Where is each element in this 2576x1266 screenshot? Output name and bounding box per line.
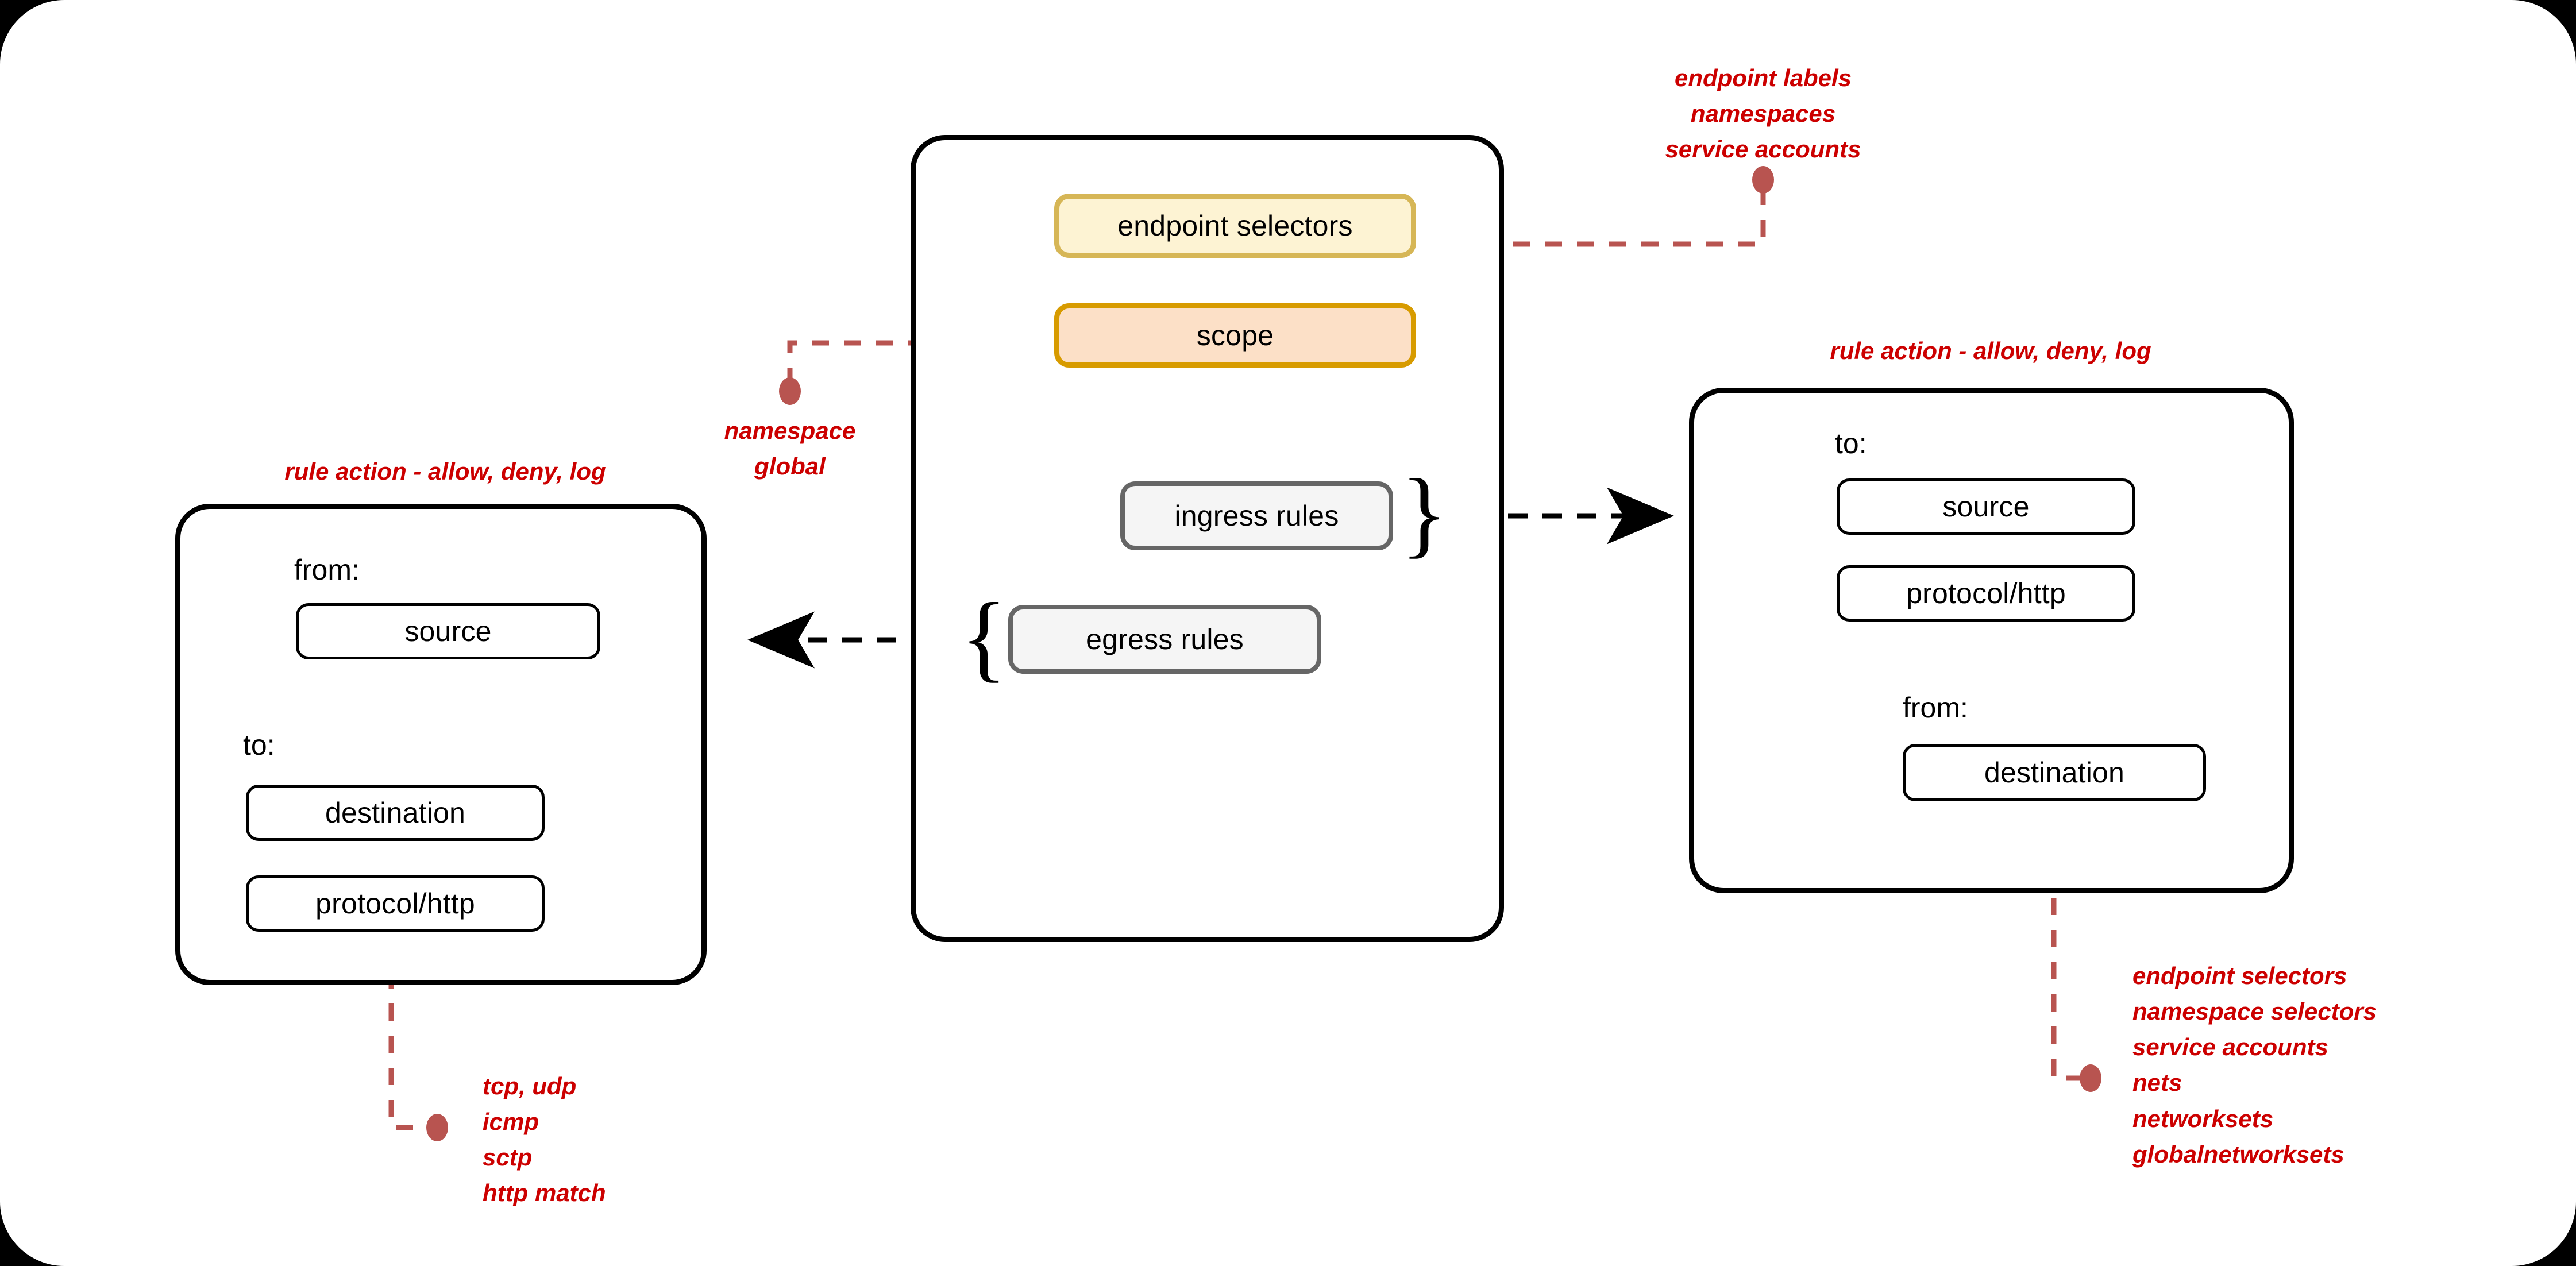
left-destination-node[interactable]: destination — [246, 785, 545, 841]
right-destination-node[interactable]: destination — [1903, 744, 2206, 801]
right-rule-action-annotation: rule action - allow, deny, log — [1689, 333, 2292, 369]
left-protocol-node[interactable]: protocol/http — [246, 875, 545, 932]
right-source-node[interactable]: source — [1837, 478, 2135, 535]
right-protocol-label: protocol/http — [1906, 577, 2066, 609]
endpoint-selectors-callout-line-2: service accounts — [1665, 136, 1861, 163]
protocol-callout-line-2: sctp — [483, 1144, 533, 1171]
ingress-rules-node[interactable]: ingress rules — [1120, 481, 1393, 550]
endpoint-selectors-node[interactable]: endpoint selectors — [1054, 194, 1416, 258]
left-rule-action-annotation: rule action - allow, deny, log — [175, 454, 715, 489]
endpoint-selectors-callout-line-0: endpoint labels — [1674, 64, 1852, 91]
egress-brace: { — [961, 583, 1008, 691]
destination-callout-line-3: nets — [2132, 1069, 2182, 1097]
destination-callout-line-2: service accounts — [2132, 1033, 2328, 1061]
egress-rules-label: egress rules — [1086, 623, 1244, 655]
scope-callout: namespace global — [618, 413, 962, 484]
ingress-rules-label: ingress rules — [1174, 500, 1339, 532]
destination-callout-line-4: networksets — [2132, 1105, 2274, 1132]
scope-label: scope — [1196, 319, 1274, 352]
endpoint-selectors-callout: endpoint labels namespaces service accou… — [1591, 60, 1935, 167]
left-rule-action-text: rule action - allow, deny, log — [284, 458, 606, 485]
endpoint-selectors-label: endpoint selectors — [1117, 210, 1353, 242]
destination-callout-line-5: globalnetworksets — [2132, 1140, 2344, 1168]
protocol-callout-line-3: http match — [483, 1179, 606, 1207]
left-from-label: from: — [294, 554, 360, 586]
scope-node[interactable]: scope — [1054, 303, 1416, 368]
right-destination-label: destination — [1984, 756, 2125, 789]
left-to-label: to: — [243, 729, 275, 761]
right-from-label: from: — [1903, 692, 1968, 724]
ingress-brace: } — [1401, 459, 1448, 567]
right-rule-box — [1689, 388, 2294, 893]
protocol-callout: tcp, udp icmp sctp http match — [483, 1068, 606, 1211]
scope-callout-line-0: namespace — [724, 417, 856, 444]
endpoint-selectors-callout-line-1: namespaces — [1690, 100, 1836, 128]
protocol-callout-line-1: icmp — [483, 1108, 539, 1136]
egress-rules-node[interactable]: egress rules — [1008, 605, 1321, 674]
left-source-node[interactable]: source — [296, 603, 600, 659]
left-protocol-label: protocol/http — [315, 887, 475, 920]
left-source-label: source — [404, 615, 492, 647]
destination-callout-line-0: endpoint selectors — [2132, 962, 2347, 989]
right-protocol-node[interactable]: protocol/http — [1837, 565, 2135, 622]
protocol-callout-line-0: tcp, udp — [483, 1072, 577, 1099]
right-rule-action-text: rule action - allow, deny, log — [1830, 337, 2151, 364]
right-source-label: source — [1942, 491, 2030, 523]
left-destination-label: destination — [325, 797, 466, 829]
destination-callout: endpoint selectors namespace selectors s… — [2132, 958, 2377, 1172]
scope-callout-line-1: global — [754, 453, 826, 480]
right-to-label: to: — [1835, 427, 1867, 460]
destination-callout-line-1: namespace selectors — [2132, 998, 2377, 1025]
